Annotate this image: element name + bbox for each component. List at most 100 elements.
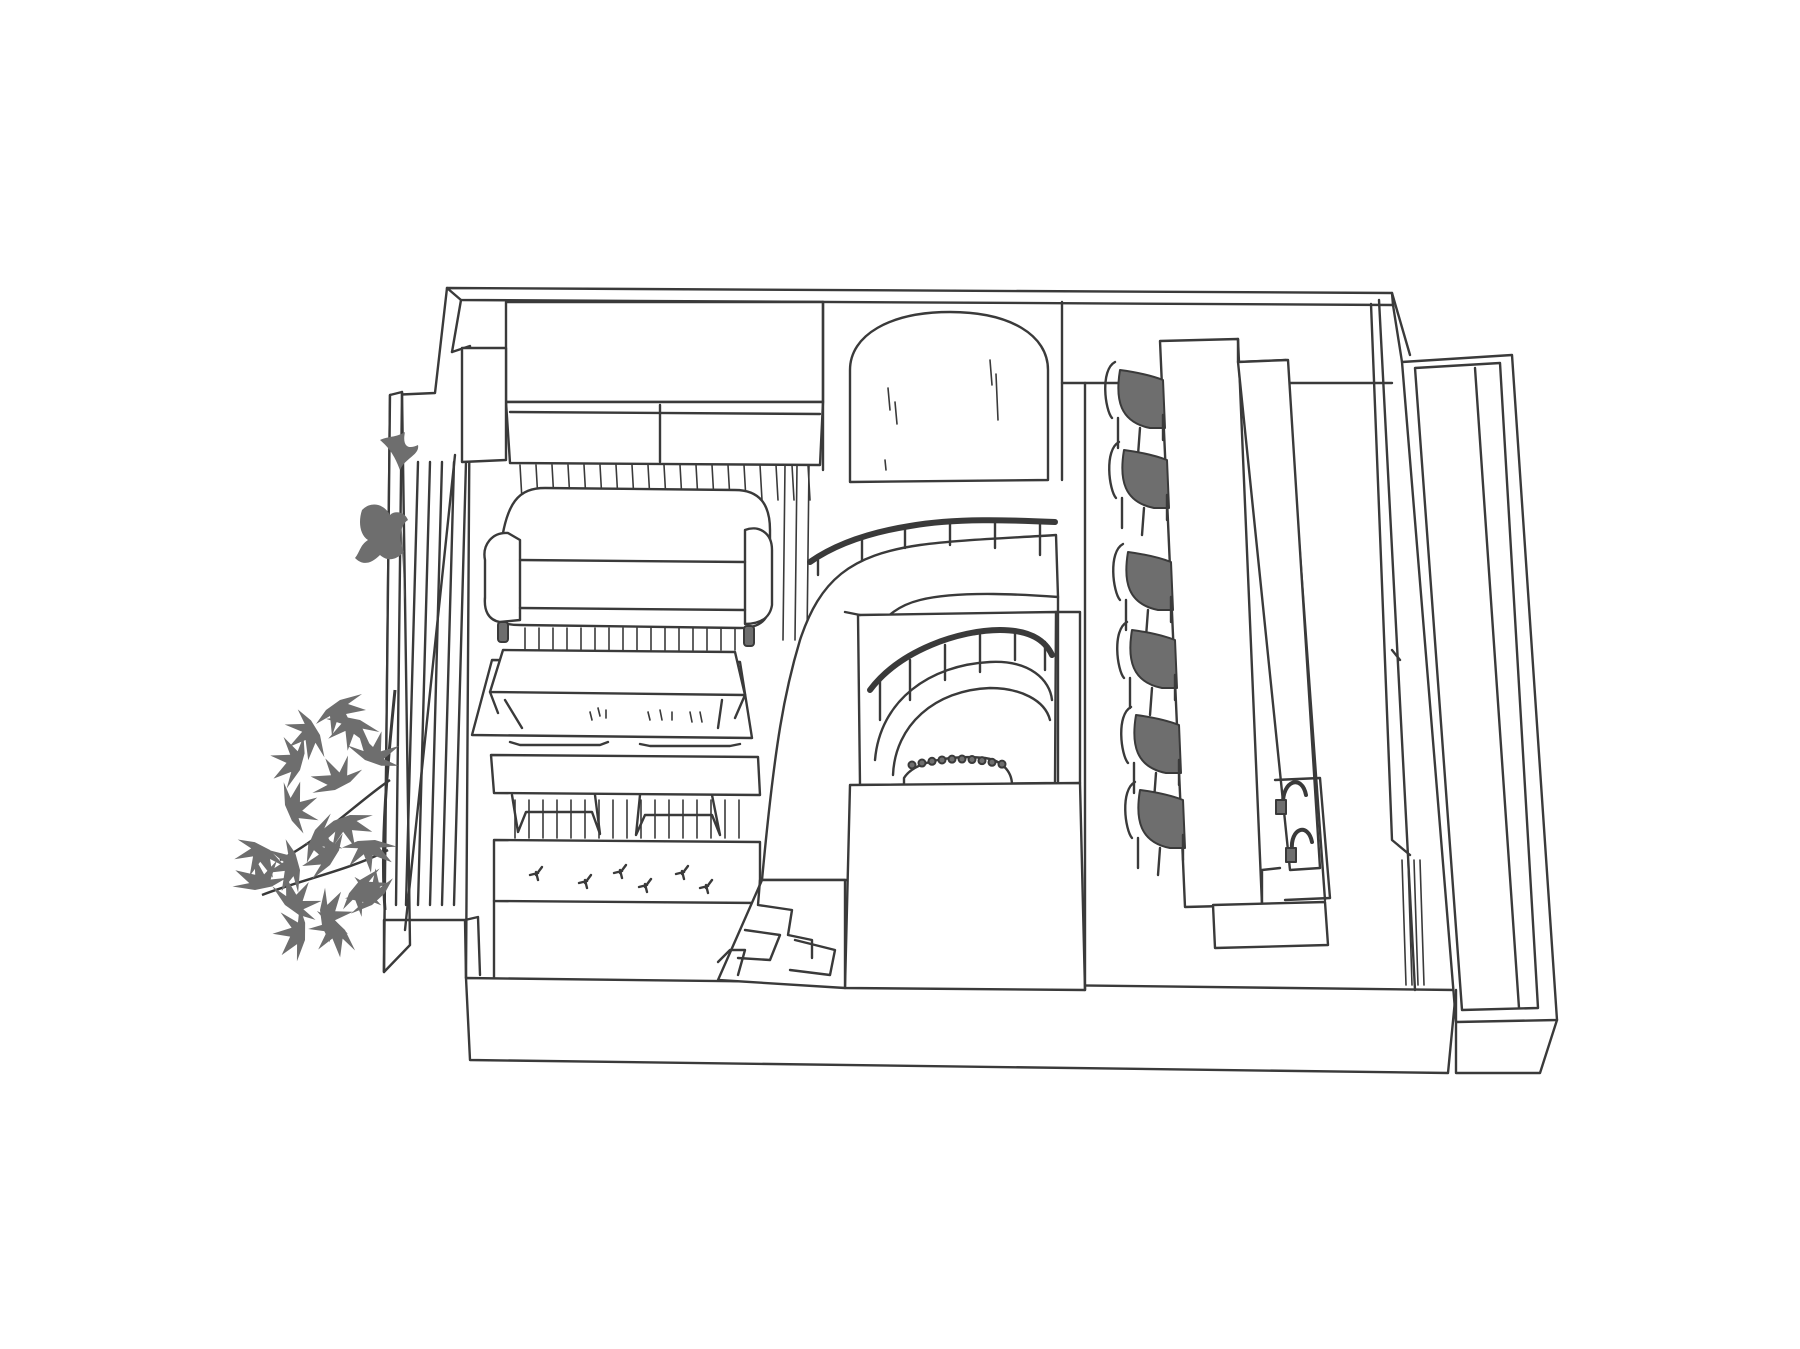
right-slat — [1413, 859, 1419, 986]
bar-stool-icon — [1112, 542, 1174, 639]
leaf — [320, 815, 373, 848]
upper-rail-posts — [816, 520, 1042, 577]
leaf — [344, 868, 393, 914]
bar-stool-icon — [1104, 360, 1166, 457]
bar-stool-icon — [1124, 780, 1186, 877]
stool-back — [1116, 620, 1129, 680]
wall-slat — [806, 464, 810, 641]
wall-slat — [791, 464, 795, 501]
leaf — [284, 709, 325, 761]
wall-slat — [775, 464, 779, 501]
dining-chairs — [508, 740, 742, 837]
stool-leg — [1156, 846, 1162, 877]
kitchen-counter — [1236, 358, 1322, 872]
stair-dot — [997, 759, 1007, 769]
bar-stool-icon — [1116, 620, 1178, 717]
stool-seat — [1125, 551, 1174, 611]
planter-sprouts — [528, 863, 714, 895]
stool-back — [1120, 705, 1133, 765]
front-wall — [464, 976, 1458, 1075]
upper-handrail — [807, 517, 1058, 565]
stair-dot — [977, 756, 987, 766]
right-wall-slats — [1401, 859, 1425, 986]
leaf-cluster — [232, 689, 400, 962]
stair-dot — [937, 755, 947, 765]
plant-silhouette — [232, 432, 419, 962]
bar-stools — [1104, 360, 1186, 877]
deck-slat — [404, 460, 420, 907]
faucet-icon — [1275, 780, 1314, 863]
stool-leg — [1140, 506, 1146, 537]
coffee-table — [488, 648, 747, 697]
stool-seat — [1121, 449, 1170, 509]
stair-edge-dots — [907, 754, 1007, 770]
central-core — [716, 300, 1087, 992]
lower-handrail — [867, 626, 1055, 693]
sink-basin — [1273, 776, 1332, 902]
stair-dot — [907, 760, 917, 770]
leaf — [283, 781, 319, 834]
deck-slat — [452, 460, 468, 907]
dining-table — [489, 753, 762, 797]
right-wall-panels — [1369, 302, 1412, 857]
leaf — [308, 911, 356, 958]
wall-cabinet — [504, 300, 825, 404]
wall-slat — [782, 464, 786, 641]
outer-walls — [382, 286, 1559, 1075]
leaf — [310, 755, 363, 793]
living-room — [460, 300, 825, 980]
right-slat — [1407, 859, 1413, 986]
stair-dot — [957, 754, 967, 764]
right-slat — [1401, 859, 1407, 986]
lower-rail-posts — [878, 630, 1047, 722]
stair-dot — [987, 757, 997, 767]
planter-ledge — [492, 838, 762, 905]
front-block — [843, 781, 1087, 992]
storage-cube — [460, 346, 508, 464]
stair-dot — [947, 754, 957, 764]
leaf — [347, 731, 400, 766]
stair-dot — [927, 756, 937, 766]
stool-back — [1104, 360, 1117, 420]
leaf — [272, 906, 306, 962]
slatted-wall — [519, 464, 811, 641]
leaf — [270, 736, 305, 789]
right-slat — [1419, 859, 1425, 986]
stool-leg — [1136, 426, 1142, 457]
curved-landing — [760, 533, 1060, 882]
stool-seat — [1137, 789, 1186, 849]
bar-stool-icon — [1120, 705, 1182, 802]
stair-dot — [917, 758, 927, 768]
sofa-icon — [483, 486, 774, 647]
wall-slat — [794, 464, 798, 641]
stair-dot — [967, 755, 977, 765]
deck-slat — [416, 460, 432, 907]
stool-seat — [1129, 629, 1178, 689]
wall-slat — [759, 464, 763, 501]
deck-slats — [404, 460, 468, 907]
deck-slat — [440, 460, 456, 907]
leaf — [341, 840, 397, 873]
stool-back — [1108, 440, 1121, 500]
stool-seat — [1133, 714, 1182, 774]
arched-doorway — [848, 310, 1050, 484]
stool-seat — [1117, 369, 1166, 429]
entry-steps — [716, 878, 847, 990]
stool-leg — [1148, 686, 1154, 717]
leaf — [302, 828, 343, 880]
leaf — [267, 839, 301, 893]
left-deck — [403, 344, 472, 980]
stool-back — [1124, 780, 1137, 840]
leaf — [234, 839, 286, 878]
rug-texture — [589, 707, 703, 723]
door-glare — [884, 359, 999, 471]
deck-slat — [428, 460, 444, 907]
leaf — [272, 877, 322, 920]
counter-base — [1211, 900, 1330, 950]
bar-stool-icon — [1108, 440, 1170, 537]
cabinet-front — [504, 400, 825, 467]
kitchen-area — [1060, 298, 1425, 992]
leaf — [316, 694, 366, 736]
